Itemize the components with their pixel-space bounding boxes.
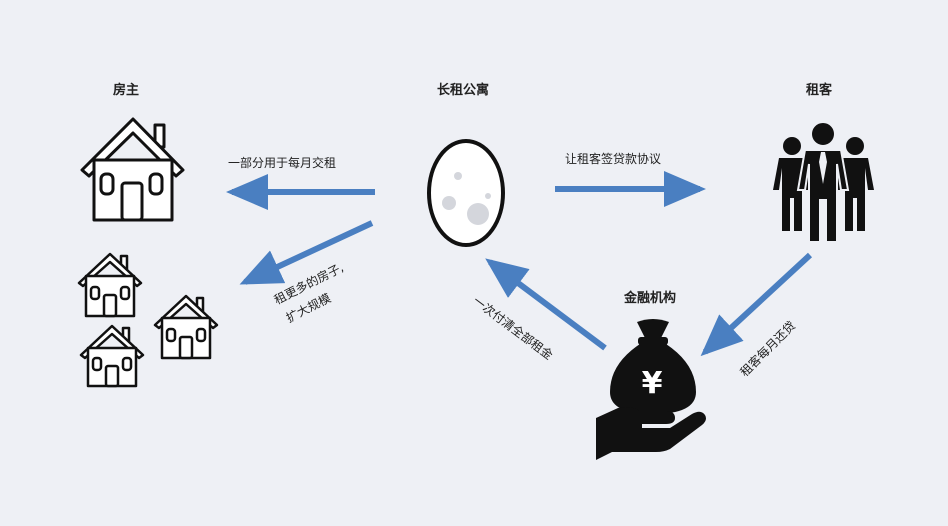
people-icon xyxy=(773,121,874,243)
edge-label-to-landlord: 一部分用于每月交租 xyxy=(228,156,337,170)
small-house-icon xyxy=(153,294,219,360)
node-label-landlord: 房主 xyxy=(113,83,140,98)
house-icon xyxy=(80,117,185,222)
node-label-tenant: 租客 xyxy=(806,83,833,98)
hand-icon xyxy=(596,407,706,460)
arrow-apartment-to-houses xyxy=(239,220,374,285)
node-label-apartment: 长租公寓 xyxy=(437,83,490,98)
money-bag-icon: ¥ xyxy=(610,319,696,414)
edge-label-to-tenant: 让租客签贷款协议 xyxy=(565,152,662,166)
small-house-icon xyxy=(79,324,145,388)
egg-icon xyxy=(427,139,505,247)
small-house-icon xyxy=(77,252,143,318)
yen-symbol: ¥ xyxy=(642,366,663,401)
arrow-finance-to-apartment xyxy=(485,258,607,351)
arrow-tenant-to-finance xyxy=(700,252,813,357)
node-label-finance: 金融机构 xyxy=(624,291,677,306)
